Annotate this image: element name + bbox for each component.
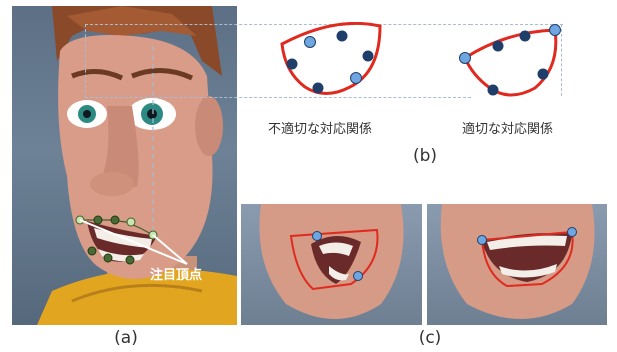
attention-vertex-callout: 注目頂点 <box>150 264 202 283</box>
bad-correspondence-diagram <box>270 22 390 102</box>
caption-a: (a) <box>108 328 144 348</box>
mouth-closeup-bad <box>241 204 422 325</box>
bad-correspondence-label: 不適切な対応関係 <box>268 118 372 137</box>
mouth-closeup-good <box>427 204 607 325</box>
panel-c-bad-result <box>241 204 422 325</box>
caption-c: (c) <box>412 328 448 348</box>
panel-c-good-result <box>427 204 607 325</box>
good-correspondence-label: 適切な対応関係 <box>462 118 553 137</box>
caption-b: (b) <box>410 146 440 166</box>
good-correspondence-diagram <box>455 22 570 102</box>
